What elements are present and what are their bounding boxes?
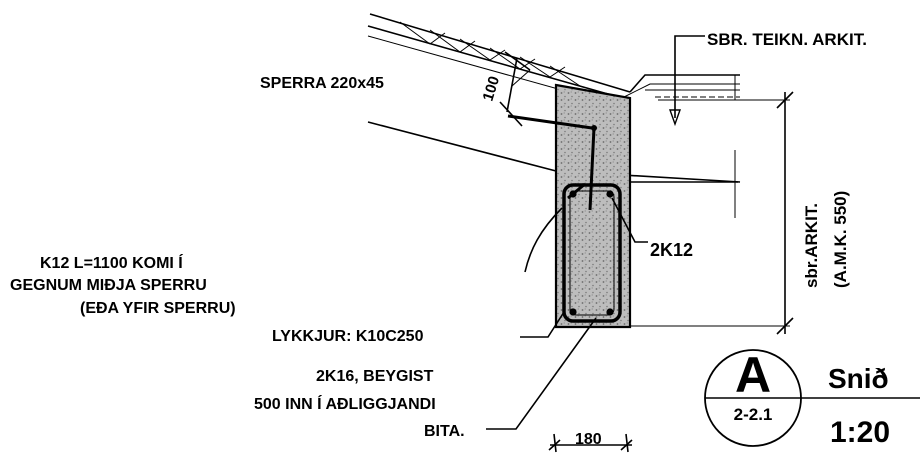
rebar-bottom-right [606, 308, 614, 316]
width-dim-label: 180 [575, 431, 602, 448]
stirrup-leader [520, 311, 565, 338]
bottom-bars-leader [486, 317, 597, 430]
top-bars-leader [611, 197, 648, 243]
bottom-note-line1: 2K16, BEYGIST [316, 368, 434, 385]
side-dim-label-1: sbr.ARKIT. [802, 203, 821, 288]
section-scale: 1:20 [830, 416, 890, 449]
bottom-note-line2: 500 INN Í AÐLIGGJANDI [254, 394, 436, 413]
rebar-top-left [569, 190, 577, 198]
concrete-beam [554, 83, 632, 329]
pin-bar [588, 127, 596, 211]
pin-leader [524, 207, 563, 273]
section-marker: A 2-2.1 Snið 1:20 [704, 347, 920, 449]
rafter-dimension [499, 51, 531, 127]
side-dimension [776, 91, 794, 335]
bottom-note-line3: BITA. [424, 423, 465, 440]
pin-note-line1: K12 L=1100 KOMI Í [40, 253, 183, 272]
side-dim-label-2: (A.M.K. 550) [831, 191, 850, 288]
rebar-bottom-left [569, 308, 577, 316]
stirrup-note: LYKKJUR: K10C250 [272, 328, 424, 345]
rafter-dim-label: 100 [480, 74, 504, 103]
ref-leader [674, 35, 705, 118]
section-letter: A [735, 347, 771, 403]
rafter-label: SPERRA 220x45 [260, 75, 384, 92]
ref-arch-label: SBR. TEIKN. ARKIT. [707, 30, 867, 49]
top-bars-label: 2K12 [650, 240, 693, 260]
rebar-top-right [606, 190, 614, 198]
roof-structure [367, 13, 740, 105]
rafter-top-line [367, 121, 557, 172]
pin-note-line3: (EÐA YFIR SPERRU) [80, 300, 236, 317]
width-dimension [548, 433, 633, 453]
section-sheet: 2-2.1 [734, 405, 773, 424]
pin-note-line2: GEGNUM MIÐJA SPERRU [10, 277, 207, 294]
section-title: Snið [828, 363, 889, 394]
